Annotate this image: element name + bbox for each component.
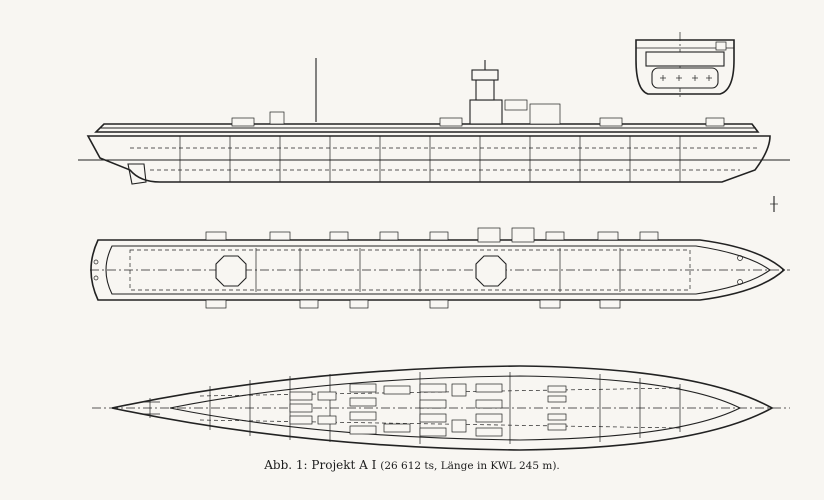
scale-mark bbox=[770, 196, 778, 212]
hull-horizontal-section bbox=[92, 365, 790, 451]
figure-caption: Abb. 1: Projekt A I (26 612 ts, Länge in… bbox=[0, 458, 824, 472]
caption-title: Projekt A I bbox=[311, 458, 377, 472]
side-elevation bbox=[78, 58, 790, 185]
flight-deck-plan bbox=[90, 227, 790, 309]
caption-details: (26 612 ts, Länge in KWL 245 m). bbox=[380, 460, 560, 472]
midship-section bbox=[635, 32, 735, 100]
caption-label: Abb. 1: bbox=[264, 458, 308, 472]
